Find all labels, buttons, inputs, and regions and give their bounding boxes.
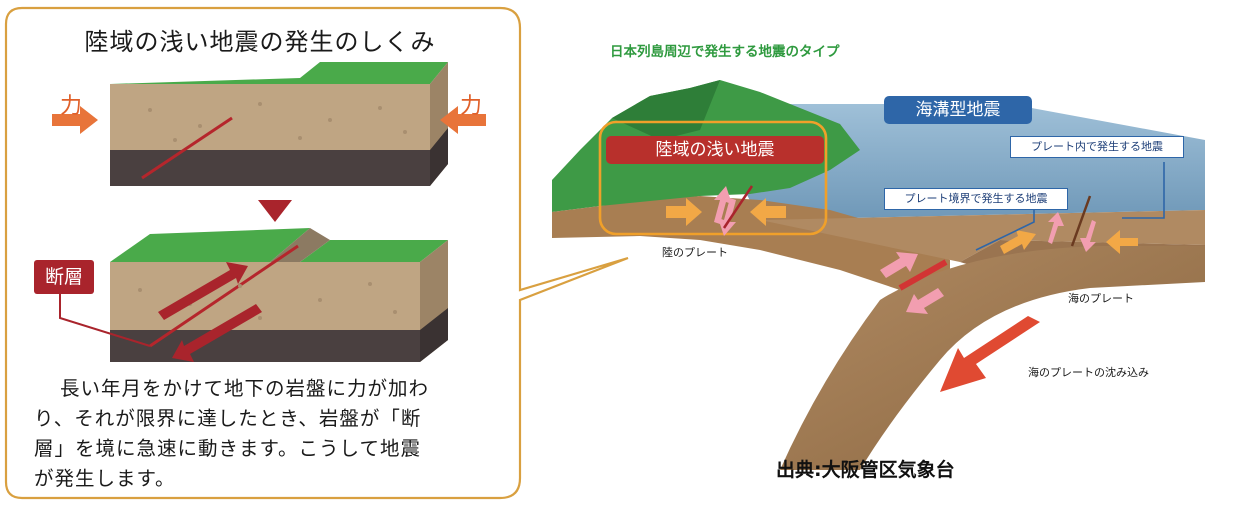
force-label-left: 力 — [60, 94, 83, 119]
trench-quake-badge: 海溝型地震 — [884, 96, 1032, 124]
description-line-4: が発生します。 — [34, 467, 176, 490]
diagram-title: 日本列島周辺で発生する地震のタイプ — [610, 44, 840, 60]
shallow-quake-badge: 陸域の浅い地震 — [606, 136, 824, 164]
description-line-3: 層」を境に急速に動きます。こうして地震 — [34, 437, 421, 460]
panel-title: 陸域の浅い地震の発生のしくみ — [84, 28, 436, 56]
force-arrow-left — [52, 106, 98, 134]
land-plate-label: 陸のプレート — [662, 246, 728, 259]
transition-triangle — [258, 200, 292, 222]
fault-pointer — [59, 294, 151, 347]
ocean-plate-label: 海のプレート — [1068, 292, 1134, 305]
description-line-1: 長い年月をかけて地下の岩盤に力が加わ — [60, 377, 430, 400]
description-line-2: り、それが限界に達したとき、岩盤が「断 — [34, 407, 422, 430]
source-credit: 出典:大阪管区気象台 — [776, 459, 955, 481]
fault-label: 断層 — [34, 260, 94, 294]
boundary-callout: プレート境界で発生する地震 — [884, 188, 1068, 210]
bottom-rock-block — [110, 228, 448, 362]
force-arrow-right — [440, 106, 486, 134]
intraplate-callout: プレート内で発生する地震 — [1010, 136, 1184, 158]
force-label-right: 力 — [460, 94, 483, 119]
top-rock-block — [110, 62, 448, 186]
subduction-label: 海のプレートの沈み込み — [1028, 366, 1149, 379]
